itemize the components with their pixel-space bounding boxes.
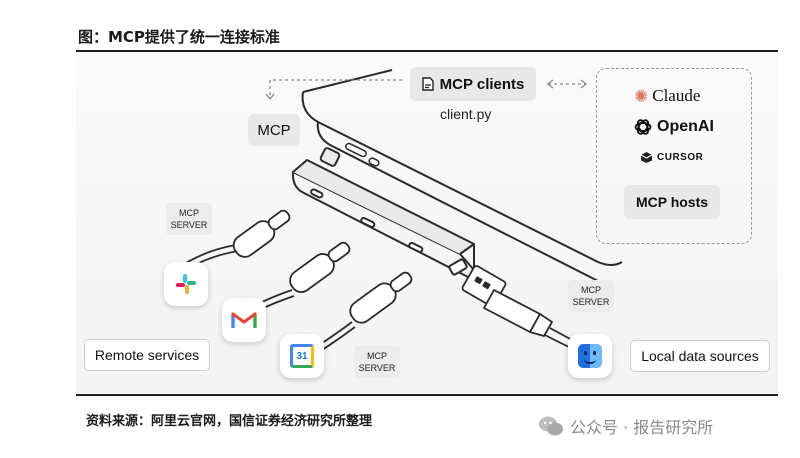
mcp-hosts-group: [596, 68, 752, 244]
gmail-app-tile: [222, 298, 266, 342]
cursor-cube-icon: [640, 152, 653, 163]
mcp-server-tag-line1: MCP: [367, 351, 387, 361]
openai-knot-icon: [634, 119, 652, 135]
mcp-clients-box: MCP clients: [410, 67, 536, 101]
bottom-rule: [76, 394, 778, 396]
figure-title: 图：MCP提供了统一连接标准: [78, 28, 280, 46]
finder-icon: [578, 344, 602, 368]
usb-hub: [291, 147, 475, 279]
laptop-illustration: [301, 69, 623, 283]
mcp-hosts-label: MCP hosts: [624, 185, 720, 219]
calendar-app-tile: 31: [280, 334, 324, 378]
wechat-icon: [539, 416, 563, 436]
client-file-name: client.py: [440, 106, 492, 122]
arrow-heads: [265, 79, 588, 101]
mcp-server-tag: MCP SERVER: [166, 203, 212, 235]
dashed-connector: [269, 79, 586, 98]
mcp-server-tag: MCP SERVER: [568, 280, 614, 312]
host-openai: OpenAI: [633, 117, 714, 137]
host-cursor: CURSOR: [640, 151, 703, 164]
watermark-text: 公众号 · 报告研究所: [570, 418, 714, 437]
remote-services-label: Remote services: [84, 339, 210, 371]
calendar-icon: 31: [290, 344, 314, 368]
finder-app-tile: [568, 334, 612, 378]
local-data-sources-label: Local data sources: [630, 340, 770, 372]
mcp-server-tag: MCP SERVER: [354, 346, 400, 378]
mcp-label: MCP: [248, 114, 300, 146]
host-claude: ✺ Claude: [634, 86, 700, 106]
mcp-server-tag-line1: MCP: [179, 208, 199, 218]
mcp-clients-label: MCP clients: [439, 75, 525, 93]
slack-icon: [176, 274, 196, 294]
gmail-icon: [231, 312, 257, 328]
mcp-server-tag-line2: SERVER: [170, 220, 208, 230]
mcp-server-tag-line2: SERVER: [358, 363, 396, 373]
watermark: 公众号 · 报告研究所: [538, 414, 713, 438]
host-openai-label: OpenAI: [657, 118, 714, 135]
mcp-server-tag-line1: MCP: [581, 285, 601, 295]
mcp-server-tag-line2: SERVER: [572, 297, 610, 307]
usb-a-plug: [461, 265, 585, 353]
claude-sparkle-icon: ✺: [634, 86, 649, 106]
host-cursor-label: CURSOR: [657, 152, 704, 163]
slack-app-tile: [164, 262, 208, 306]
laptop-ports: [345, 142, 380, 167]
calendar-day: 31: [296, 350, 308, 362]
host-claude-label: Claude: [652, 86, 701, 105]
figure-source: 资料来源：阿里云官网，国信证券经济研究所整理: [86, 414, 373, 429]
top-rule: [76, 50, 778, 52]
file-icon: [421, 77, 434, 91]
